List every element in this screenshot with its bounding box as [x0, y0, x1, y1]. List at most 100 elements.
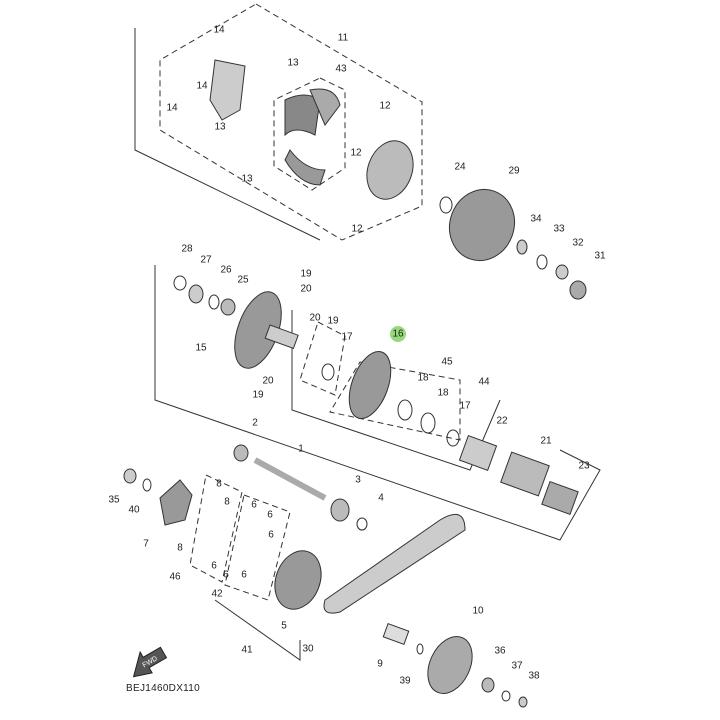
callout-8[interactable]: 8: [177, 543, 183, 554]
part-31: [569, 280, 587, 300]
callout-42[interactable]: 42: [211, 589, 223, 600]
ring-18b: [420, 412, 436, 434]
clutch-shoe: [309, 88, 341, 126]
callout-6[interactable]: 6: [223, 570, 229, 581]
group-42-weights: [224, 494, 291, 601]
callout-3[interactable]: 3: [355, 475, 361, 486]
washer-24: [439, 196, 453, 214]
part-25: [220, 298, 236, 316]
callout-15[interactable]: 15: [195, 343, 207, 354]
callout-20[interactable]: 20: [300, 284, 312, 295]
group-11-clutch: [159, 3, 423, 241]
part-40: [142, 478, 152, 492]
callout-24[interactable]: 24: [454, 162, 466, 173]
callout-43[interactable]: 43: [335, 64, 347, 75]
callout-highlight: [390, 326, 406, 342]
part-26: [208, 294, 220, 310]
callout-31[interactable]: 31: [594, 251, 606, 262]
ring-18a: [397, 399, 413, 421]
callout-6[interactable]: 6: [251, 500, 257, 511]
callout-26[interactable]: 26: [220, 265, 232, 276]
part-35: [123, 468, 137, 484]
callout-6[interactable]: 6: [241, 570, 247, 581]
part-33: [536, 254, 548, 270]
callout-41[interactable]: 41: [241, 645, 253, 656]
callout-39[interactable]: 39: [399, 676, 411, 687]
callout-20[interactable]: 20: [262, 376, 274, 387]
callout-6[interactable]: 6: [267, 510, 273, 521]
callout-36[interactable]: 36: [494, 646, 506, 657]
callout-14[interactable]: 14: [166, 103, 178, 114]
callout-44[interactable]: 44: [478, 377, 490, 388]
callout-34[interactable]: 34: [530, 214, 542, 225]
sheave-5: [274, 550, 322, 610]
callout-8[interactable]: 8: [216, 479, 222, 490]
callout-19[interactable]: 19: [327, 316, 339, 327]
callout-12[interactable]: 12: [350, 148, 362, 159]
callout-7[interactable]: 7: [143, 539, 149, 550]
part-39: [416, 643, 424, 655]
callout-6[interactable]: 6: [268, 530, 274, 541]
callout-6[interactable]: 6: [211, 561, 217, 572]
group-46: [189, 474, 243, 583]
callout-21[interactable]: 21: [540, 436, 552, 447]
callout-19[interactable]: 19: [300, 269, 312, 280]
spring-21: [500, 451, 550, 497]
callout-10[interactable]: 10: [472, 606, 484, 617]
callout-18[interactable]: 18: [417, 373, 429, 384]
callout-27[interactable]: 27: [200, 255, 212, 266]
part-23: [541, 480, 579, 516]
callout-20[interactable]: 20: [309, 313, 321, 324]
callout-29[interactable]: 29: [508, 166, 520, 177]
bearing-2: [233, 444, 249, 462]
group-17-18: [299, 321, 346, 396]
callout-22[interactable]: 22: [496, 416, 508, 427]
sheave-15-hub: [264, 324, 299, 350]
callout-18[interactable]: 18: [437, 388, 449, 399]
callout-40[interactable]: 40: [128, 505, 140, 516]
ring-17: [446, 429, 460, 447]
diagram-code: BEJ1460DX110: [126, 683, 201, 694]
callout-17[interactable]: 17: [459, 401, 471, 412]
callout-46[interactable]: 46: [169, 572, 181, 583]
callout-32[interactable]: 32: [572, 238, 584, 249]
part-28: [173, 275, 187, 291]
callout-13[interactable]: 13: [287, 58, 299, 69]
callout-13[interactable]: 13: [214, 122, 226, 133]
callout-4[interactable]: 4: [378, 493, 384, 504]
callout-2[interactable]: 2: [252, 418, 258, 429]
belt-30: [323, 513, 466, 614]
callout-37[interactable]: 37: [511, 661, 523, 672]
callout-8[interactable]: 8: [224, 497, 230, 508]
callout-30[interactable]: 30: [302, 644, 314, 655]
sheave-16: [348, 351, 392, 419]
callout-16[interactable]: 16: [392, 329, 404, 340]
callout-25[interactable]: 25: [237, 275, 249, 286]
callout-1[interactable]: 1: [298, 444, 304, 455]
clutch-carrier: [366, 140, 414, 200]
callout-38[interactable]: 38: [528, 671, 540, 682]
callout-12[interactable]: 12: [379, 101, 391, 112]
callout-14[interactable]: 14: [213, 25, 225, 36]
callout-33[interactable]: 33: [553, 224, 565, 235]
callout-5[interactable]: 5: [281, 621, 287, 632]
callout-11[interactable]: 11: [338, 33, 349, 44]
part-27: [188, 284, 204, 304]
callout-19[interactable]: 19: [252, 390, 264, 401]
callout-17[interactable]: 17: [341, 332, 353, 343]
callout-28[interactable]: 28: [181, 244, 193, 255]
ring-17-top: [321, 363, 335, 381]
group-43-shoes: [273, 77, 346, 191]
holder-7: [159, 479, 193, 526]
shaft-1: [253, 457, 327, 501]
callout-12[interactable]: 12: [351, 224, 363, 235]
callout-14[interactable]: 14: [196, 81, 208, 92]
callout-9[interactable]: 9: [377, 659, 383, 670]
callout-23[interactable]: 23: [578, 461, 590, 472]
callout-13[interactable]: 13: [241, 174, 253, 185]
callout-45[interactable]: 45: [441, 357, 453, 368]
callout-35[interactable]: 35: [108, 495, 120, 506]
